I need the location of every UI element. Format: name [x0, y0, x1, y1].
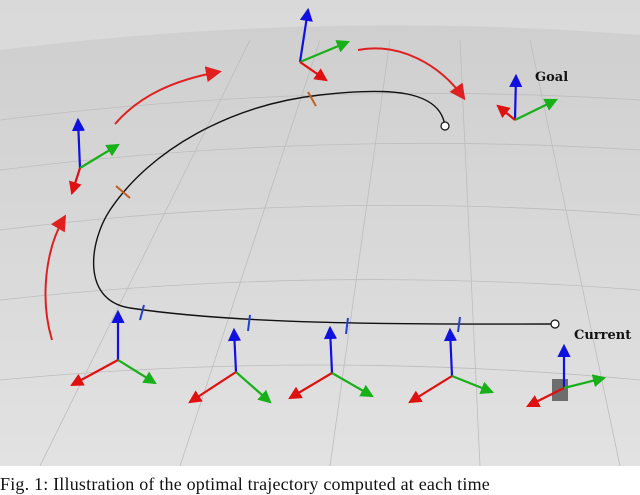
figure-caption: Fig. 1: Illustration of the optimal traj…	[0, 474, 490, 494]
scene-render	[0, 0, 640, 466]
trajectory-ticks	[115, 91, 461, 335]
trajectory-curve	[92, 90, 556, 325]
goal-point-marker	[440, 121, 450, 131]
current-point-marker	[550, 319, 560, 329]
coordinate-frames	[69, 7, 607, 407]
past-motion-arrows	[44, 47, 466, 341]
floor-plane	[0, 25, 640, 466]
figure-image: Goal Current	[0, 0, 640, 466]
goal-label: Goal	[535, 70, 569, 85]
current-label: Current	[574, 328, 632, 343]
